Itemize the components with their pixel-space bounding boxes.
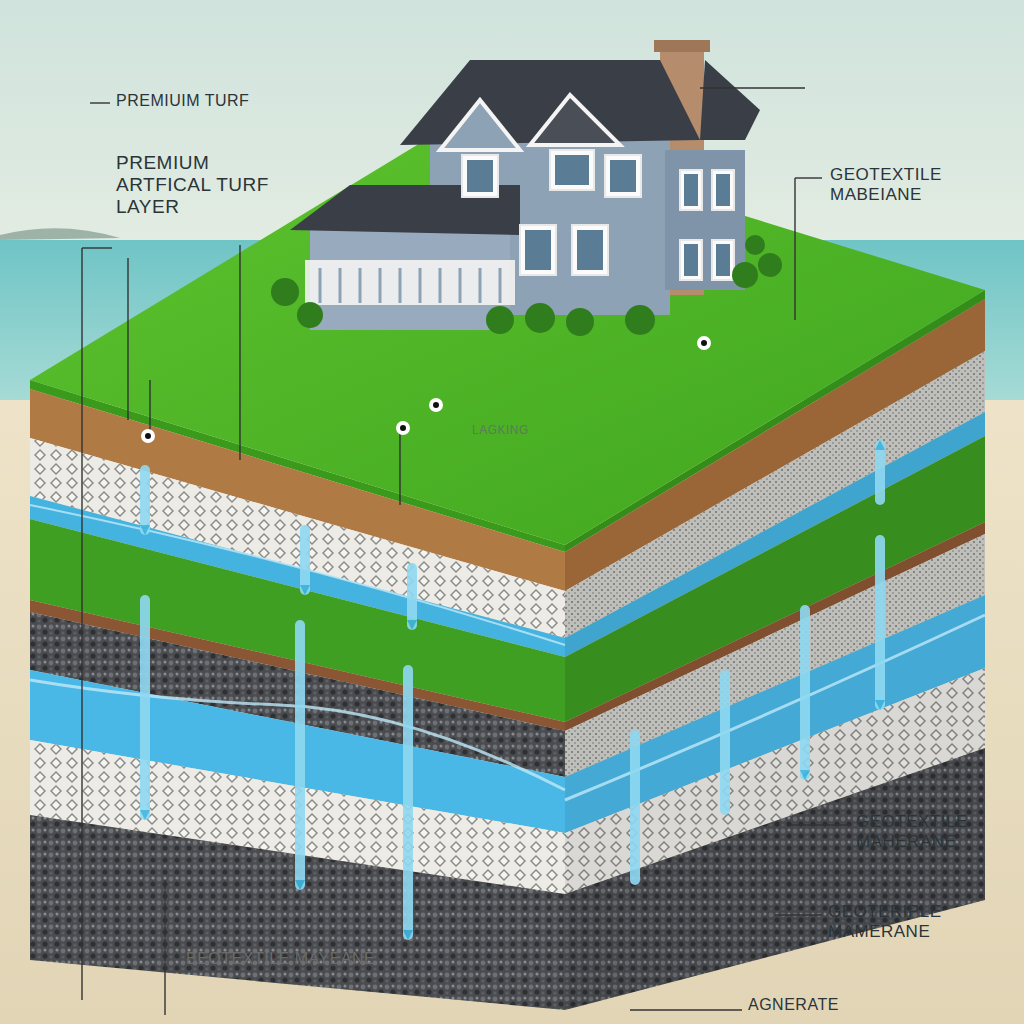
callout-label: GEOTERIPLE MAMERANE	[828, 902, 1008, 941]
callout-label: GEOTEXTILE MABEIANE	[830, 165, 1000, 204]
watermark-text: LAGKING	[472, 424, 562, 438]
callout-label: AGNERATE	[748, 996, 908, 1014]
callout-label: BEOTEXTILE MAYEANE	[186, 950, 376, 968]
callout-label: PREMIUIM TURF	[116, 92, 316, 110]
callout-label: PREMIUM ARTFICAL TURF LAYER	[116, 152, 306, 218]
callout-label: GEOTEXTILE MAHERANE	[856, 812, 1016, 851]
